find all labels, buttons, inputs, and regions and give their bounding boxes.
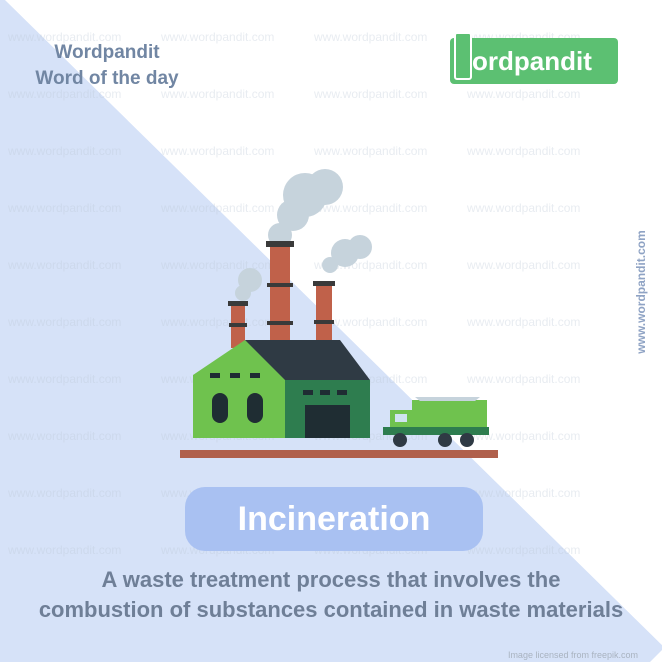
brand-name: Wordpandit [54, 42, 160, 63]
brand-heading: Wordpandit Word of the day [32, 40, 182, 92]
brand-subtitle: Word of the day [35, 68, 179, 89]
factory-illustration [180, 169, 498, 458]
word-of-the-day: Incineration [185, 487, 483, 551]
image-credit: Image licensed from freepik.com [507, 650, 638, 660]
definition-line-2: combustion of substances contained in wa… [38, 597, 624, 622]
logo-text: ordpandit [472, 46, 592, 76]
definition: A waste treatment process that involves … [0, 565, 662, 625]
side-watermark: www.wordpandit.com [634, 230, 648, 354]
wordpandit-logo[interactable]: ordpandit [450, 32, 618, 84]
logo-bookmark-icon [454, 32, 472, 80]
definition-line-1: A waste treatment process that involves … [101, 567, 561, 592]
